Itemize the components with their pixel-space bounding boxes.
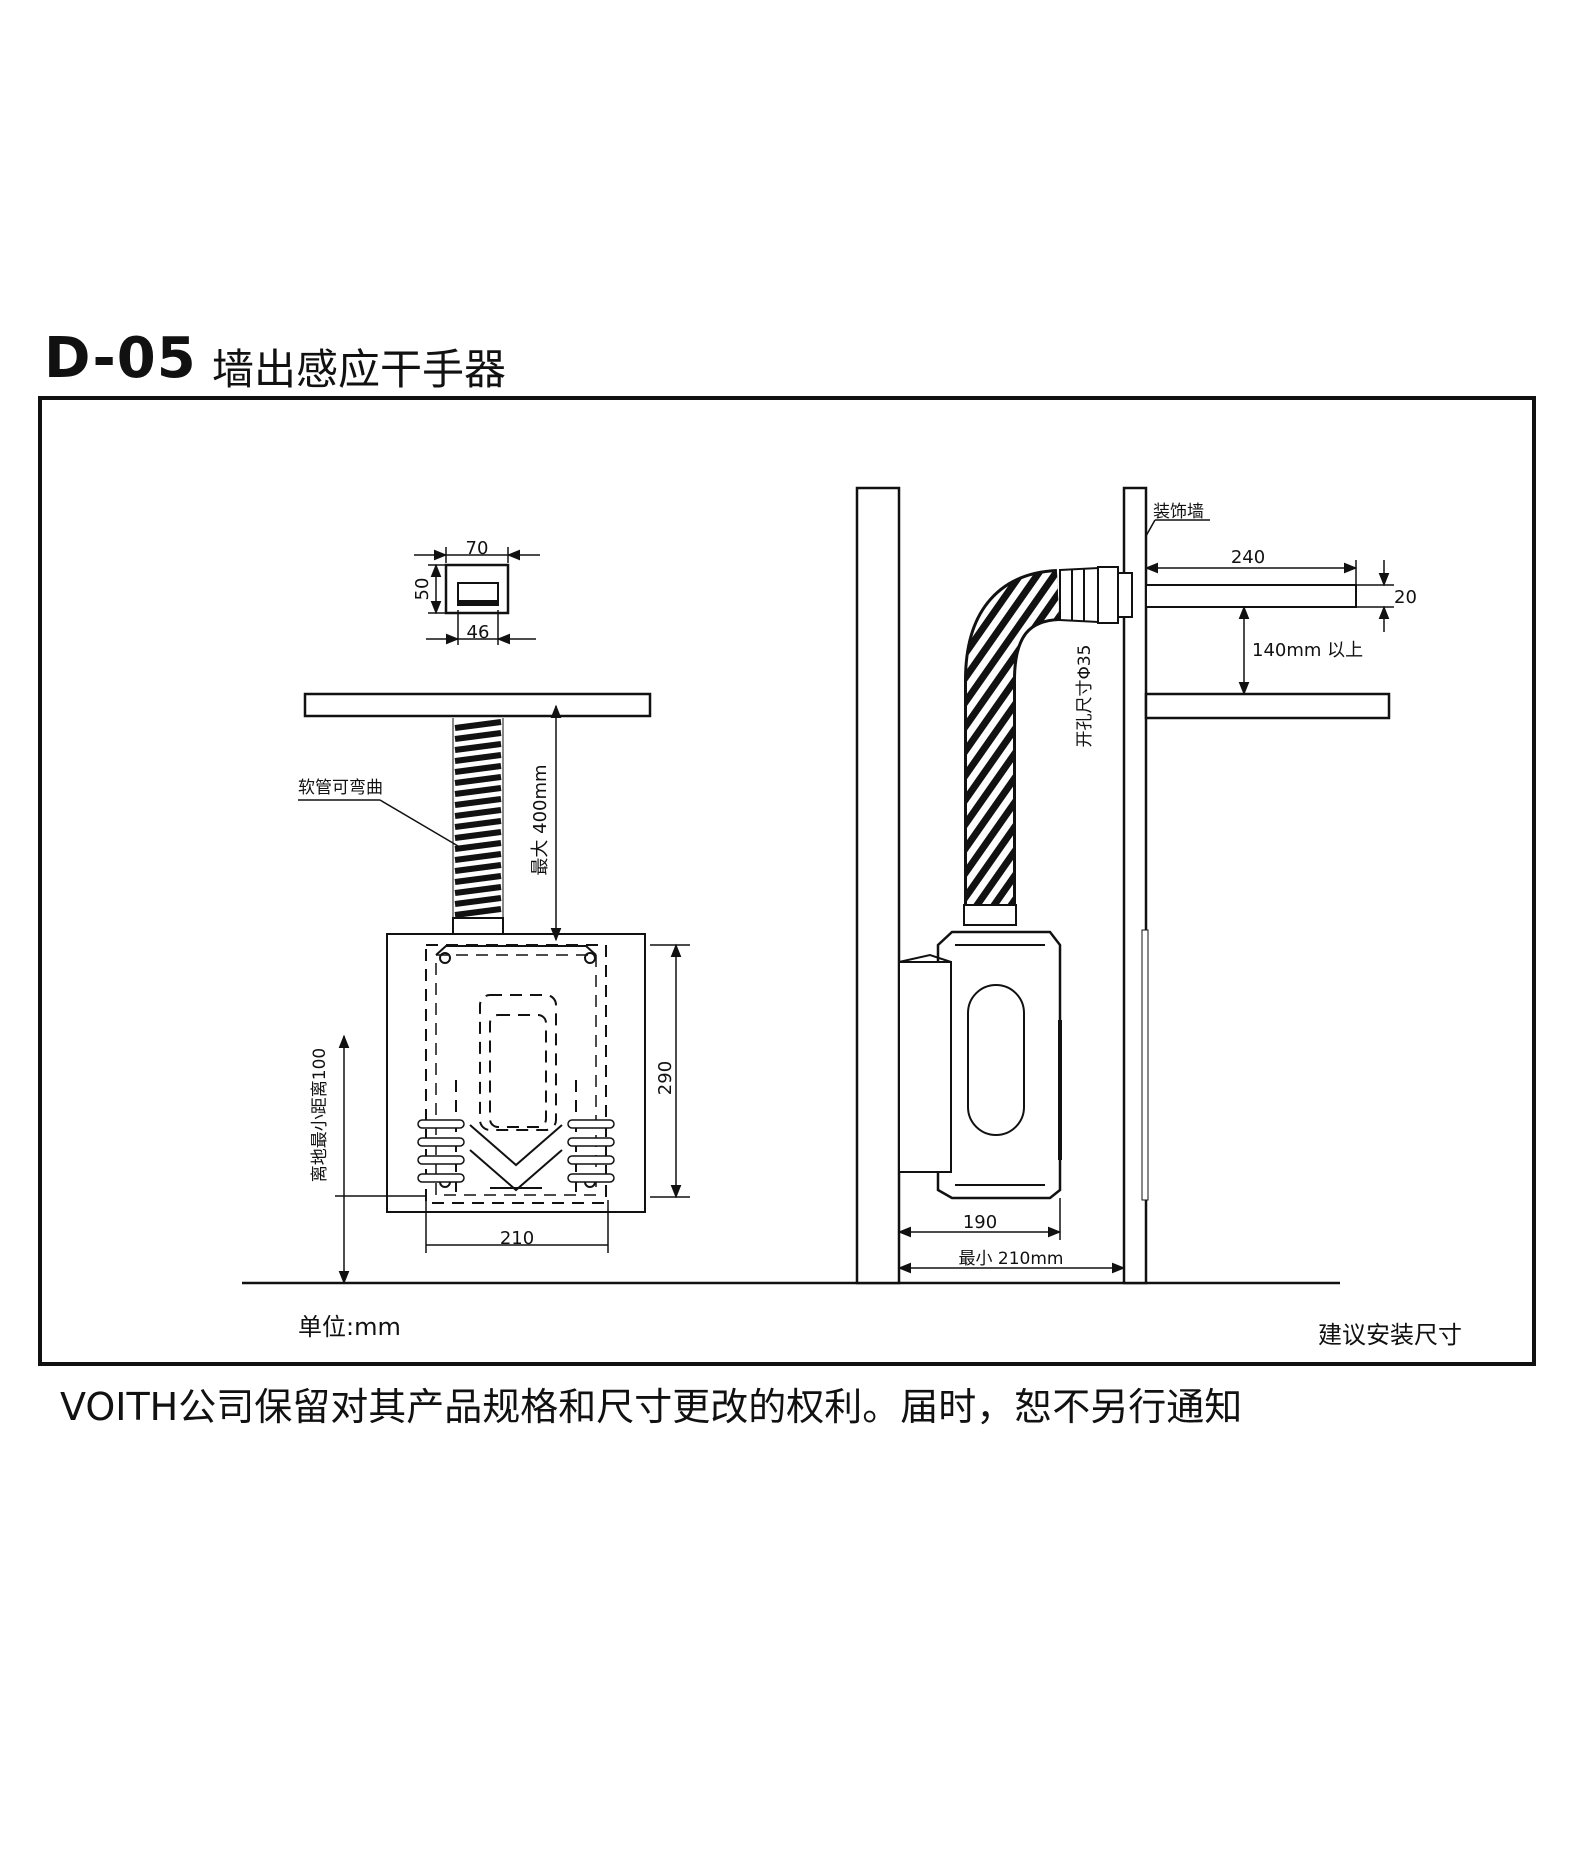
dim-290 <box>650 943 690 1199</box>
label-190: 190 <box>963 1212 997 1233</box>
dim-210 <box>425 1200 609 1253</box>
sensor-plate <box>444 563 510 615</box>
counter-side <box>1144 692 1391 720</box>
structural-wall <box>855 486 901 1285</box>
hose-rib <box>454 840 502 852</box>
label-240: 240 <box>1231 547 1265 568</box>
grille-slot <box>417 1155 465 1165</box>
label-20: 20 <box>1394 587 1417 608</box>
label-min-floor: 离地最小距离100 <box>310 1048 330 1182</box>
label-50: 50 <box>412 578 433 601</box>
caption: 建议安装尺寸 <box>1318 1321 1462 1349</box>
hose-rib <box>454 774 502 786</box>
side-hose <box>963 569 1061 926</box>
grille-slot <box>417 1137 465 1147</box>
model-code: D-05 <box>44 326 197 391</box>
hose-rib <box>454 906 502 918</box>
label-min-210: 最小 210mm <box>959 1249 1064 1269</box>
unit-label: 单位:mm <box>298 1313 401 1341</box>
dim-50 <box>428 563 446 615</box>
hose-rib <box>454 730 502 742</box>
hose-rib <box>454 796 502 808</box>
front-hose <box>452 718 504 935</box>
hose-rib <box>454 829 502 841</box>
hose-rib <box>454 741 502 753</box>
label-290: 290 <box>655 1061 676 1095</box>
grille-slot <box>567 1173 615 1183</box>
label-210: 210 <box>500 1228 534 1249</box>
grille-slot <box>417 1173 465 1183</box>
label-46: 46 <box>467 622 490 643</box>
dim-70 <box>414 547 540 563</box>
label-70: 70 <box>466 538 489 559</box>
grille-slot <box>567 1137 615 1147</box>
hose-rib <box>454 763 502 775</box>
hose-rib <box>454 719 502 731</box>
drawing-frame <box>38 396 1536 1366</box>
hose-rib <box>454 818 502 830</box>
hose-rib <box>454 884 502 896</box>
decor-wall <box>1122 486 1148 1285</box>
footer-notice: VOITH公司保留对其产品规格和尺寸更改的权利。届时，恕不另行通知 <box>60 1385 1243 1429</box>
label-hole: 开孔尺寸Φ35 <box>1075 644 1095 747</box>
dim-190 <box>897 1198 1062 1240</box>
dim-floor <box>335 1034 426 1285</box>
hose-rib <box>454 873 502 885</box>
hose-rib <box>454 851 502 863</box>
dim-46 <box>426 610 536 645</box>
label-max-400: 最大 400mm <box>530 764 551 875</box>
counter-top <box>303 692 652 718</box>
grille-slot <box>567 1119 615 1129</box>
product-name: 墙出感应干手器 <box>212 345 507 394</box>
dim-240 <box>1144 560 1358 585</box>
hose-rib <box>454 862 502 874</box>
label-140: 140mm 以上 <box>1252 640 1363 661</box>
hose-note: 软管可弯曲 <box>298 778 383 798</box>
unit-front <box>386 933 646 1213</box>
hose-rib <box>454 895 502 907</box>
hose-rib <box>454 785 502 797</box>
outlet-pipe <box>1059 566 1357 624</box>
unit-side <box>898 929 1149 1201</box>
wall-label: 装饰墙 <box>1153 502 1204 522</box>
hose-rib <box>454 807 502 819</box>
hose-rib <box>454 752 502 764</box>
grille-slot <box>567 1155 615 1165</box>
dim-20 <box>1356 560 1394 632</box>
grille-slot <box>417 1119 465 1129</box>
